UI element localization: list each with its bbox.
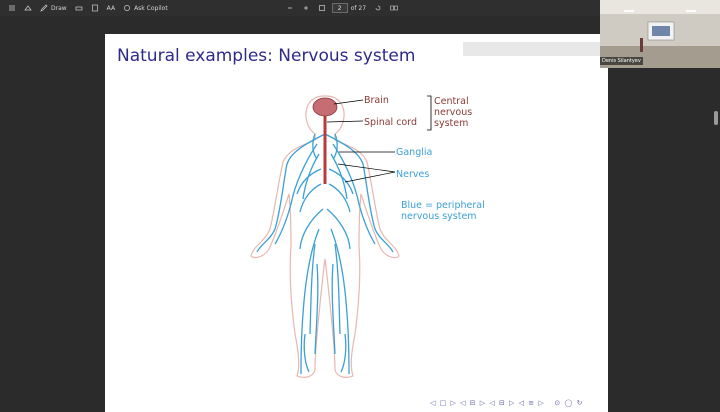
body-outline xyxy=(250,95,400,378)
document-viewer[interactable]: Natural examples: Nervous system xyxy=(0,16,720,412)
label-brain: Brain xyxy=(364,95,389,106)
draw-label: Draw xyxy=(51,4,67,12)
label-pointers xyxy=(326,99,396,183)
menu-icon[interactable] xyxy=(8,4,16,12)
eraser-icon[interactable] xyxy=(75,4,83,12)
label-ganglia: Ganglia xyxy=(396,147,433,158)
label-cns-3: system xyxy=(434,118,469,129)
room-video-image xyxy=(600,0,720,68)
fit-page-icon[interactable] xyxy=(318,4,326,12)
zoom-out-icon[interactable] xyxy=(286,4,294,12)
label-spinal-cord: Spinal cord xyxy=(364,117,418,128)
copilot-icon xyxy=(124,5,131,11)
scrollbar-thumb[interactable] xyxy=(714,111,718,125)
slide-page: Natural examples: Nervous system xyxy=(105,34,608,412)
aa-label: AA xyxy=(106,4,116,12)
cns-bracket xyxy=(427,95,432,131)
participant-name: Denis Silantyev xyxy=(600,57,643,65)
read-aloud-button[interactable]: AA xyxy=(107,5,115,12)
label-cns-1: Central xyxy=(434,96,469,107)
two-page-icon[interactable] xyxy=(390,4,398,12)
label-pns-1: Blue = peripheral xyxy=(401,200,485,211)
beamer-navigation-icons[interactable]: ◁ □ ▷ ◁ ⊟ ▷ ◁ ⊟ ▷ ◁ ≡ ▷ ⊙ ◯ ↻ xyxy=(430,399,584,407)
video-thumbnail[interactable]: Denis Silantyev xyxy=(600,0,720,68)
slide-header-bar xyxy=(463,42,601,56)
pen-icon xyxy=(40,4,48,12)
label-nerves: Nerves xyxy=(396,169,430,180)
highlight-icon[interactable] xyxy=(24,4,32,12)
page-title: Natural examples: Nervous system xyxy=(117,46,416,66)
nervous-system-figure xyxy=(250,95,432,378)
pdf-toolbar: Draw AA Ask Copilot 2 of 27 xyxy=(0,0,600,16)
page-view-icon[interactable] xyxy=(91,4,99,12)
zoom-in-icon[interactable] xyxy=(302,4,310,12)
label-pns-2: nervous system xyxy=(401,211,477,222)
label-cns-2: nervous xyxy=(434,107,473,118)
draw-button[interactable]: Draw xyxy=(40,4,67,12)
ask-copilot-label: Ask Copilot xyxy=(134,4,168,12)
ask-copilot-button[interactable]: Ask Copilot xyxy=(123,4,168,12)
brain xyxy=(312,97,338,117)
page-total: of 27 xyxy=(350,4,367,12)
peripheral-nerves xyxy=(256,133,394,375)
page-number-input[interactable]: 2 xyxy=(331,3,348,13)
rotate-icon[interactable] xyxy=(374,4,382,12)
